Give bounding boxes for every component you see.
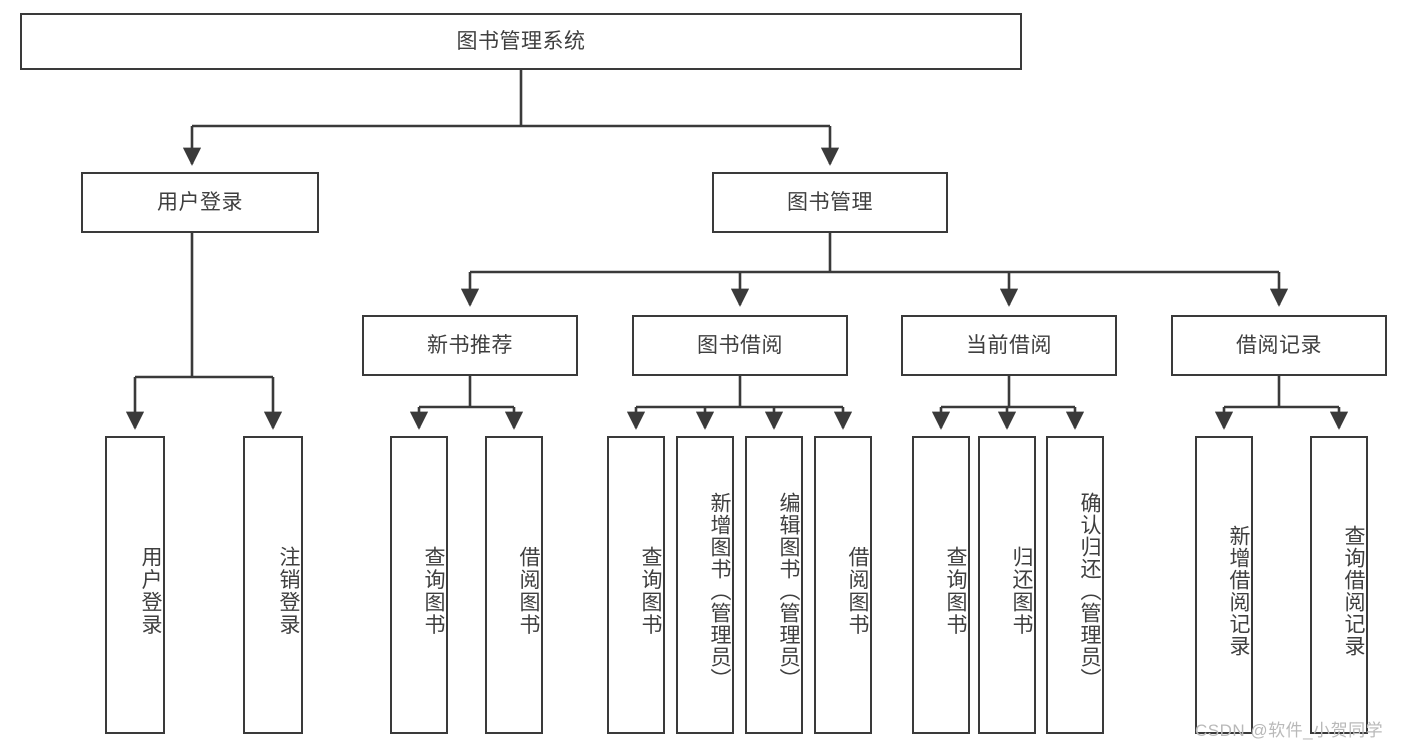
node-leaf-add-record[interactable]: 新增借阅记录 bbox=[1195, 436, 1253, 734]
node-leaf-edit-book[interactable]: 编辑图书（管理员） bbox=[745, 436, 803, 734]
node-leaf-user-login-label: 用户登录 bbox=[139, 546, 162, 636]
node-leaf-logout-login[interactable]: 注销登录 bbox=[243, 436, 303, 734]
node-leaf-query-record[interactable]: 查询借阅记录 bbox=[1310, 436, 1368, 734]
node-leaf-query-book-3[interactable]: 查询图书 bbox=[912, 436, 970, 734]
node-leaf-confirm-return[interactable]: 确认归还（管理员） bbox=[1046, 436, 1104, 734]
node-new-book-recommend-label: 新书推荐 bbox=[427, 333, 513, 357]
node-leaf-return-book-label: 归还图书 bbox=[1010, 546, 1033, 636]
node-leaf-add-record-label: 新增借阅记录 bbox=[1227, 525, 1250, 657]
node-leaf-confirm-return-label: 确认归还（管理员） bbox=[1078, 492, 1101, 690]
node-leaf-add-book-label: 新增图书（管理员） bbox=[708, 492, 731, 690]
node-leaf-borrow-book-1[interactable]: 借阅图书 bbox=[485, 436, 543, 734]
node-leaf-borrow-book-2[interactable]: 借阅图书 bbox=[814, 436, 872, 734]
node-book-borrow[interactable]: 图书借阅 bbox=[632, 315, 848, 376]
node-user-login-label: 用户登录 bbox=[157, 190, 243, 214]
node-book-borrow-label: 图书借阅 bbox=[697, 333, 783, 357]
node-leaf-query-book-1-label: 查询图书 bbox=[422, 546, 445, 636]
node-leaf-add-book[interactable]: 新增图书（管理员） bbox=[676, 436, 734, 734]
node-leaf-borrow-book-2-label: 借阅图书 bbox=[846, 546, 869, 636]
node-root-label: 图书管理系统 bbox=[456, 29, 586, 53]
node-leaf-query-book-3-label: 查询图书 bbox=[944, 546, 967, 636]
node-leaf-query-record-label: 查询借阅记录 bbox=[1342, 525, 1365, 657]
node-leaf-user-login[interactable]: 用户登录 bbox=[105, 436, 165, 734]
node-new-book-recommend[interactable]: 新书推荐 bbox=[362, 315, 578, 376]
node-root[interactable]: 图书管理系统 bbox=[20, 13, 1022, 70]
node-user-login[interactable]: 用户登录 bbox=[81, 172, 319, 233]
node-leaf-query-book-1[interactable]: 查询图书 bbox=[390, 436, 448, 734]
node-current-borrow[interactable]: 当前借阅 bbox=[901, 315, 1117, 376]
node-leaf-edit-book-label: 编辑图书（管理员） bbox=[777, 492, 800, 690]
node-leaf-logout-login-label: 注销登录 bbox=[277, 546, 300, 636]
node-book-manage[interactable]: 图书管理 bbox=[712, 172, 948, 233]
node-borrow-record-label: 借阅记录 bbox=[1236, 333, 1322, 357]
node-leaf-query-book-2-label: 查询图书 bbox=[639, 546, 662, 636]
node-borrow-record[interactable]: 借阅记录 bbox=[1171, 315, 1387, 376]
node-leaf-borrow-book-1-label: 借阅图书 bbox=[517, 546, 540, 636]
node-current-borrow-label: 当前借阅 bbox=[966, 333, 1052, 357]
node-book-manage-label: 图书管理 bbox=[787, 190, 873, 214]
node-leaf-return-book[interactable]: 归还图书 bbox=[978, 436, 1036, 734]
node-leaf-query-book-2[interactable]: 查询图书 bbox=[607, 436, 665, 734]
